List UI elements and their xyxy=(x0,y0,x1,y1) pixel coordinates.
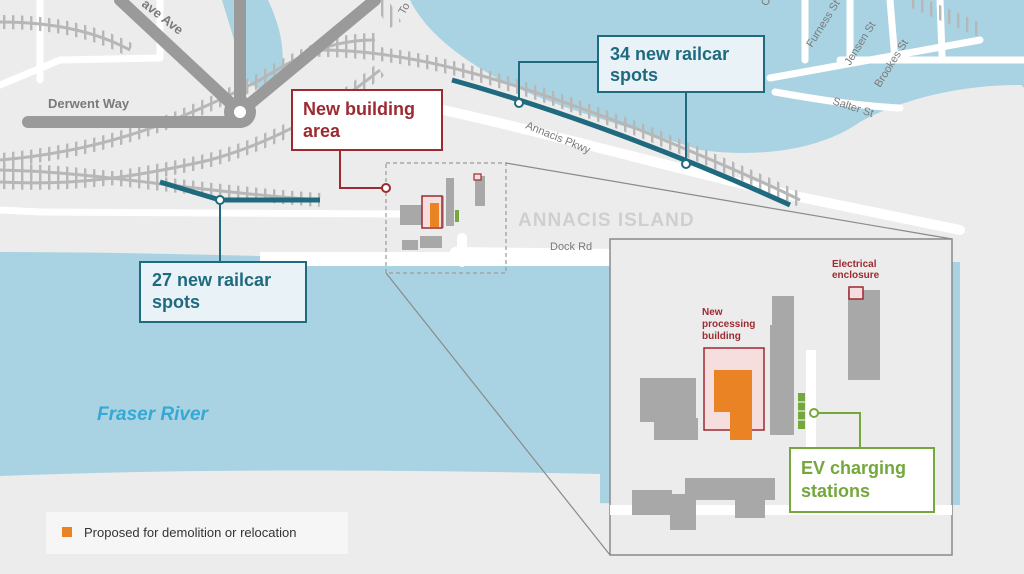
river-label: Fraser River xyxy=(97,404,210,425)
leader-dot xyxy=(514,98,524,108)
zoom-line-bottom xyxy=(385,272,611,556)
leader-dot xyxy=(681,159,691,169)
callout-new-building-box xyxy=(291,89,443,151)
leader-dot xyxy=(809,408,819,418)
leader-new-building xyxy=(339,150,386,189)
callout-new-building-line2: area xyxy=(303,121,341,141)
callout-27-box xyxy=(139,261,307,323)
leader-lines xyxy=(219,61,861,448)
processing-label-line1: New xyxy=(702,307,723,318)
electrical-enclosure-marker xyxy=(848,286,864,300)
corner-label: C xyxy=(759,0,773,8)
inset-road xyxy=(610,505,952,515)
inset-building xyxy=(632,490,672,515)
site-overview-frame xyxy=(385,162,507,274)
interchange-hub xyxy=(234,106,246,118)
leader-ev xyxy=(814,412,861,448)
proposed-rail-34 xyxy=(451,77,792,208)
legend-swatch xyxy=(62,527,72,537)
inset-building xyxy=(772,296,794,330)
inset-building xyxy=(848,290,880,380)
dock-rd-label: Dock Rd xyxy=(550,241,592,253)
overview-building xyxy=(475,176,485,206)
inset-building xyxy=(770,325,794,435)
processing-building-demolition xyxy=(714,370,752,440)
inset-detail: Electrical enclosure New processing buil… xyxy=(609,238,953,556)
callout-27-line2: spots xyxy=(152,292,200,312)
leader-dot xyxy=(381,183,391,193)
callout-new-building: New building area xyxy=(291,89,443,151)
callout-34-box xyxy=(597,35,765,93)
legend-box xyxy=(46,512,348,554)
inset-building xyxy=(654,418,698,440)
ev-stall-dividers xyxy=(798,401,805,421)
legend-label: Proposed for demolition or relocation xyxy=(84,525,296,540)
callout-ev-line1: EV charging xyxy=(801,458,906,478)
overview-building xyxy=(402,240,418,250)
callout-34-line1: 34 new railcar xyxy=(610,44,729,64)
overview-demolition xyxy=(430,203,439,227)
callout-27-railcar: 27 new railcar spots xyxy=(139,261,307,323)
callout-new-building-line1: New building xyxy=(303,99,415,119)
site-overview xyxy=(385,162,507,274)
leader-endpoints xyxy=(215,98,819,418)
north-streets xyxy=(0,0,1024,218)
electrical-label-line1: Electrical xyxy=(832,259,877,270)
callout-34-line2: spots xyxy=(610,65,658,85)
inset-building xyxy=(685,478,775,500)
to-label: To xyxy=(396,1,412,17)
overview-building xyxy=(420,236,442,248)
callout-ev-box xyxy=(789,447,935,513)
legend: Proposed for demolition or relocation xyxy=(46,512,348,554)
processing-label-line2: processing xyxy=(702,319,755,330)
inset-road xyxy=(806,350,816,490)
processing-label-line3: building xyxy=(702,331,741,342)
callout-34-railcar: 34 new railcar spots xyxy=(597,35,765,93)
dock-rd-band xyxy=(260,252,620,266)
overview-building xyxy=(446,178,454,226)
east-shoreline xyxy=(1000,40,1024,88)
overview-building xyxy=(400,205,422,225)
electrical-label-line2: enclosure xyxy=(832,270,880,281)
derwent-way-label: Derwent Way xyxy=(48,96,130,111)
overview-electrical xyxy=(473,173,482,181)
inset-building xyxy=(640,378,696,422)
highways xyxy=(22,0,381,128)
inset-building xyxy=(735,498,765,518)
zoom-line-top xyxy=(505,162,953,240)
leader-dot xyxy=(215,195,225,205)
leader-34-left xyxy=(518,61,598,103)
overview-ev xyxy=(455,210,459,222)
callout-ev-line2: stations xyxy=(801,481,870,501)
island-label: ANNACIS ISLAND xyxy=(518,210,695,231)
callout-ev-charging: EV charging stations xyxy=(789,447,935,513)
callout-27-line1: 27 new railcar xyxy=(152,270,271,290)
